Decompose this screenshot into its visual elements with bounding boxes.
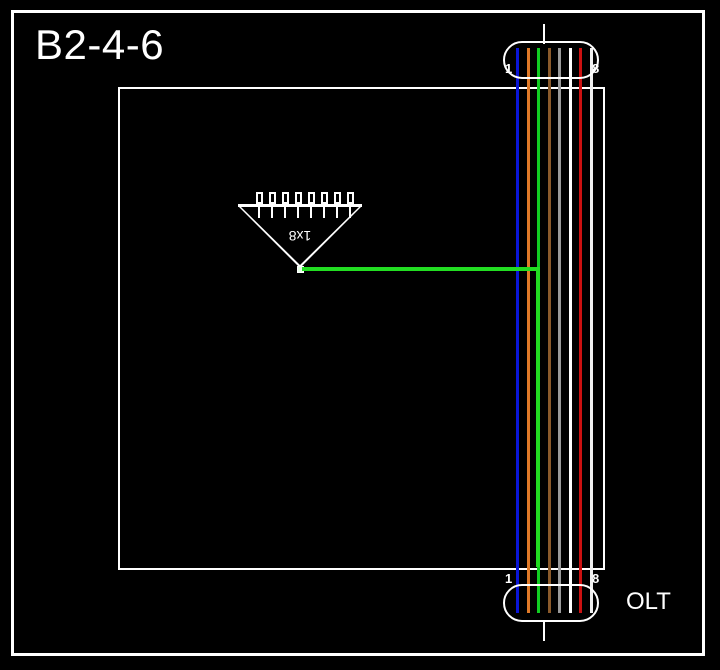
connector-top-port-first: 1	[505, 61, 513, 76]
splitter-top-bar	[238, 204, 362, 207]
fiber-strand-slate-5[interactable]	[558, 48, 561, 613]
splitter-port-4[interactable]	[295, 192, 302, 204]
fiber-strand-orange-2[interactable]	[527, 48, 530, 613]
splitter-pin-7	[336, 206, 338, 218]
fiber-strand-blue-1[interactable]	[516, 48, 519, 613]
fiber-strand-brown-4[interactable]	[548, 48, 551, 613]
fiber-strand-white-6[interactable]	[569, 48, 572, 613]
splitter-port-7[interactable]	[334, 192, 341, 204]
page-title: B2-4-6	[35, 21, 165, 68]
splitter-pin-3	[284, 206, 286, 218]
connector-top[interactable]	[503, 41, 599, 79]
connector-top-port-last: 8	[592, 61, 600, 76]
splitter-pin-8	[349, 206, 351, 218]
splitter-triangle-fill	[240, 206, 360, 265]
splitter-port-5[interactable]	[308, 192, 315, 204]
splitter-port-3[interactable]	[282, 192, 289, 204]
enclosure-rectangle	[118, 87, 605, 570]
outer-frame-border	[11, 10, 705, 656]
splitter-label: 1x8	[288, 228, 312, 244]
splitter-port-6[interactable]	[321, 192, 328, 204]
splitter-pin-1	[258, 206, 260, 218]
connector-bottom[interactable]	[503, 584, 599, 622]
active-route-horizontal	[302, 267, 540, 271]
connector-top-stem	[543, 24, 545, 44]
active-route-vertical	[536, 267, 540, 567]
splitter-port-8[interactable]	[347, 192, 354, 204]
fiber-strand-red-7[interactable]	[579, 48, 582, 613]
splitter-port-1[interactable]	[256, 192, 263, 204]
connector-bottom-stem	[543, 621, 545, 641]
splitter-pin-2	[271, 206, 273, 218]
splitter-port-2[interactable]	[269, 192, 276, 204]
fiber-strand-white-8[interactable]	[590, 48, 593, 613]
optical-splitter[interactable]: 1x8	[238, 192, 362, 272]
splitter-pin-5	[310, 206, 312, 218]
splitter-pin-6	[323, 206, 325, 218]
splitter-pin-4	[297, 206, 299, 218]
olt-label: OLT	[626, 588, 671, 615]
connector-bottom-port-first: 1	[505, 571, 513, 586]
connector-bottom-port-last: 8	[592, 571, 600, 586]
